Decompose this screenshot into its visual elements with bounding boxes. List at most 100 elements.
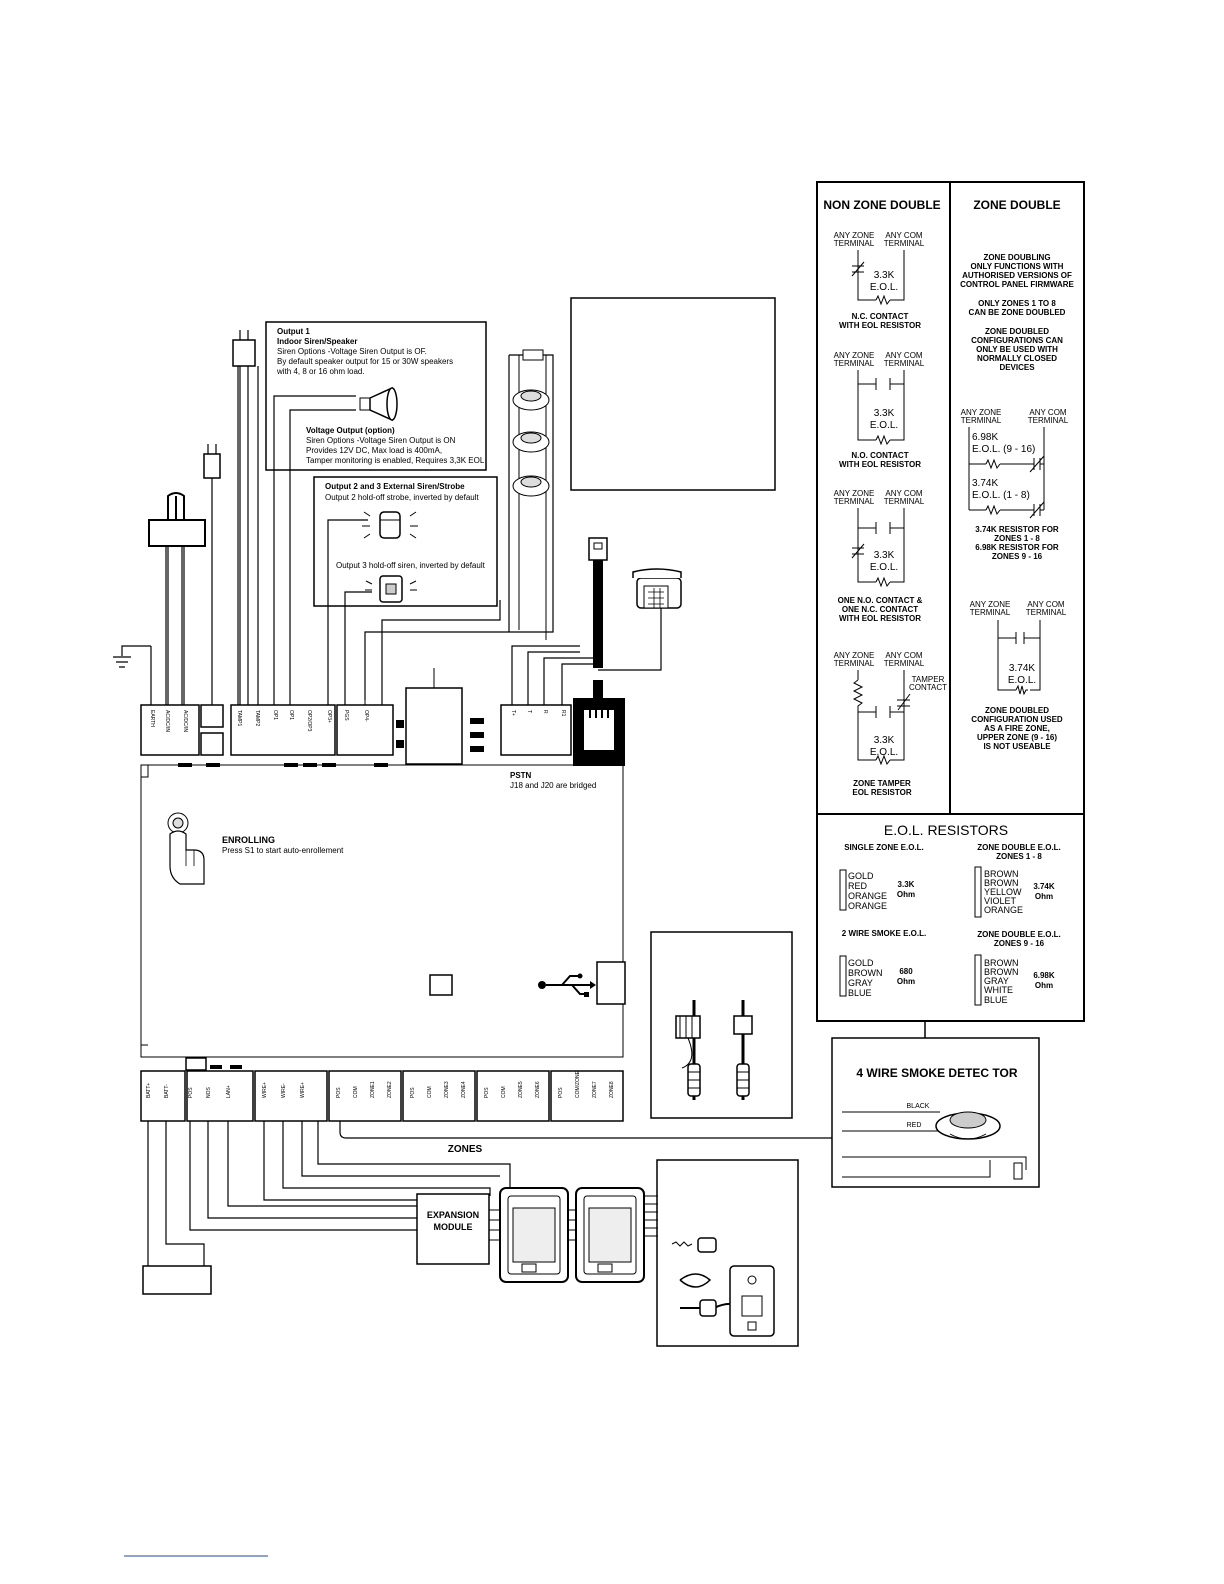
svg-text:OP4-: OP4- bbox=[363, 710, 369, 722]
svg-text:CONTACT: CONTACT bbox=[909, 683, 947, 692]
svg-text:TERMINAL: TERMINAL bbox=[961, 416, 1002, 425]
earth-icon bbox=[113, 645, 151, 668]
svg-text:ZONE7: ZONE7 bbox=[592, 1081, 598, 1098]
svg-text:ORANGE: ORANGE bbox=[848, 901, 887, 911]
svg-text:Siren Options -Voltage Siren O: Siren Options -Voltage Siren Output is O… bbox=[306, 436, 456, 445]
terminal-block-zones-7-8 bbox=[550, 1070, 624, 1122]
svg-text:COM: COM bbox=[427, 1086, 433, 1098]
svg-text:WITH EOL RESISTOR: WITH EOL RESISTOR bbox=[839, 460, 921, 469]
expansion-module bbox=[416, 1193, 490, 1265]
nc-contact-diagram: ANY ZONE TERMINAL ANY COM TERMINAL 3.3K … bbox=[834, 231, 925, 330]
zones-label: ZONES bbox=[448, 1144, 483, 1155]
svg-text:IS NOT USEABLE: IS NOT USEABLE bbox=[983, 742, 1051, 751]
speaker-icon bbox=[359, 386, 398, 422]
svg-text:ANY COM: ANY COM bbox=[885, 351, 923, 360]
svg-text:3.3K: 3.3K bbox=[874, 735, 895, 746]
svg-text:3.3K: 3.3K bbox=[874, 550, 895, 561]
svg-text:3.74K: 3.74K bbox=[1033, 882, 1055, 891]
svg-text:TERMINAL: TERMINAL bbox=[834, 659, 875, 668]
svg-text:TAMP2: TAMP2 bbox=[254, 710, 260, 727]
svg-text:UPPER ZONE (9 - 16): UPPER ZONE (9 - 16) bbox=[977, 733, 1057, 742]
top-terminal-labels: EARTH AC/DC/IN AC/DC/IN TAMP1 TAMP2 OP1 … bbox=[149, 710, 566, 732]
svg-text:TERMINAL: TERMINAL bbox=[884, 659, 925, 668]
svg-text:ZONE5: ZONE5 bbox=[518, 1081, 524, 1098]
keypad-icon bbox=[499, 1187, 569, 1283]
svg-text:BROWN: BROWN bbox=[848, 968, 883, 978]
svg-text:6.98K RESISTOR FOR: 6.98K RESISTOR FOR bbox=[975, 543, 1059, 552]
svg-text:ONLY FUNCTIONS WITH: ONLY FUNCTIONS WITH bbox=[971, 262, 1064, 271]
svg-text:E.O.L.: E.O.L. bbox=[870, 282, 898, 293]
svg-text:POS: POS bbox=[188, 1087, 194, 1098]
svg-text:ZONE TAMPER: ZONE TAMPER bbox=[853, 779, 911, 788]
svg-text:T+: T+ bbox=[510, 710, 516, 716]
battery-icon bbox=[142, 1265, 212, 1295]
svg-text:MODULE: MODULE bbox=[434, 1222, 473, 1232]
svg-text:Provides 12V DC, Max load is 4: Provides 12V DC, Max load is 400mA, bbox=[306, 446, 442, 455]
svg-text:RED: RED bbox=[907, 1122, 922, 1129]
svg-text:Output 1: Output 1 bbox=[277, 327, 310, 336]
svg-text:AC/DC/IN: AC/DC/IN bbox=[182, 710, 188, 732]
svg-text:COM: COM bbox=[353, 1086, 359, 1098]
svg-text:WIRE+: WIRE+ bbox=[300, 1082, 306, 1098]
svg-text:BATT+: BATT+ bbox=[146, 1083, 152, 1098]
svg-text:ZONES 1 - 8: ZONES 1 - 8 bbox=[994, 534, 1040, 543]
svg-text:PGS: PGS bbox=[343, 710, 349, 721]
svg-text:WHITE: WHITE bbox=[984, 985, 1013, 995]
svg-text:ANY COM: ANY COM bbox=[1029, 408, 1067, 417]
terminal-block-power bbox=[140, 704, 200, 756]
svg-text:3.3K: 3.3K bbox=[874, 408, 895, 419]
svg-text:Indoor Siren/Speaker: Indoor Siren/Speaker bbox=[277, 337, 357, 346]
svg-text:ORANGE: ORANGE bbox=[848, 891, 887, 901]
svg-text:ZONE2: ZONE2 bbox=[387, 1081, 393, 1098]
svg-text:3.74K RESISTOR FOR: 3.74K RESISTOR FOR bbox=[975, 525, 1059, 534]
svg-text:TAMP1: TAMP1 bbox=[236, 710, 242, 727]
zone-double-diagram: ANY ZONE TERMINAL ANY COM TERMINAL 6.98K… bbox=[961, 408, 1069, 561]
svg-text:AC/DC/IN: AC/DC/IN bbox=[164, 710, 170, 732]
svg-text:Output 3 hold-off siren, inver: Output 3 hold-off siren, inverted by def… bbox=[336, 561, 486, 570]
svg-text:R1: R1 bbox=[560, 710, 566, 717]
zone-double-notes: ZONE DOUBLING ONLY FUNCTIONS WITH AUTHOR… bbox=[960, 253, 1074, 372]
svg-text:ANY COM: ANY COM bbox=[885, 651, 923, 660]
svg-text:Output 2 and 3 External Siren/: Output 2 and 3 External Siren/Strobe bbox=[325, 482, 465, 491]
cable-connector-icon bbox=[675, 1000, 701, 1100]
svg-text:DEVICES: DEVICES bbox=[999, 363, 1035, 372]
svg-text:6.98K: 6.98K bbox=[972, 432, 998, 443]
svg-text:EXPANSION: EXPANSION bbox=[427, 1210, 479, 1220]
svg-text:COM: COM bbox=[501, 1086, 507, 1098]
svg-text:3.74K: 3.74K bbox=[972, 478, 998, 489]
pstn-note: J18 and J20 are bridged bbox=[510, 781, 596, 790]
svg-text:ONE N.O. CONTACT &: ONE N.O. CONTACT & bbox=[838, 596, 923, 605]
svg-text:E.O.L.: E.O.L. bbox=[870, 420, 898, 431]
enrolling-note: Press S1 to start auto-enrollement bbox=[222, 846, 344, 855]
tamper-plug-icon bbox=[232, 330, 259, 705]
svg-text:BROWN: BROWN bbox=[984, 967, 1019, 977]
svg-text:N.C. CONTACT: N.C. CONTACT bbox=[852, 312, 909, 321]
svg-text:Voltage Output (option): Voltage Output (option) bbox=[306, 426, 395, 435]
svg-text:BROWN: BROWN bbox=[984, 878, 1019, 888]
external-siren-icon bbox=[365, 575, 417, 603]
svg-text:OP1: OP1 bbox=[288, 710, 294, 720]
svg-text:ZONE6: ZONE6 bbox=[535, 1081, 541, 1098]
svg-text:WIRE+: WIRE+ bbox=[262, 1082, 268, 1098]
svg-text:ANY COM: ANY COM bbox=[885, 231, 923, 240]
smoke4-title: 4 WIRE SMOKE DETEC TOR bbox=[856, 1066, 1017, 1080]
svg-text:R: R bbox=[542, 710, 548, 714]
svg-text:AS A FIRE ZONE,: AS A FIRE ZONE, bbox=[984, 724, 1050, 733]
terminal-block-wire bbox=[254, 1070, 328, 1122]
svg-text:E.O.L. (9 - 16): E.O.L. (9 - 16) bbox=[972, 444, 1035, 455]
two-wire-smoke-eol: 2 WIRE SMOKE E.O.L. GOLD BROWN GRAY BLUE… bbox=[839, 929, 926, 998]
zone-double-header: ZONE DOUBLE bbox=[973, 198, 1060, 212]
svg-text:TERMINAL: TERMINAL bbox=[884, 497, 925, 506]
svg-text:E.O.L. (1 - 8): E.O.L. (1 - 8) bbox=[972, 490, 1030, 501]
svg-text:Tamper monitoring is enabled,: Tamper monitoring is enabled, Requires 3… bbox=[306, 456, 485, 465]
svg-text:BLUE: BLUE bbox=[848, 988, 872, 998]
svg-text:CONFIGURATIONS CAN: CONFIGURATIONS CAN bbox=[971, 336, 1063, 345]
pstn-wiring bbox=[511, 537, 682, 705]
svg-text:TERMINAL: TERMINAL bbox=[970, 608, 1011, 617]
svg-text:ZONES 9 - 16: ZONES 9 - 16 bbox=[994, 939, 1045, 948]
svg-text:ANY ZONE: ANY ZONE bbox=[834, 231, 875, 240]
svg-text:ANY ZONE: ANY ZONE bbox=[970, 600, 1011, 609]
transformer-icon bbox=[148, 492, 206, 705]
svg-text:E.O.L.: E.O.L. bbox=[870, 562, 898, 573]
svg-text:EARTH: EARTH bbox=[149, 710, 155, 727]
